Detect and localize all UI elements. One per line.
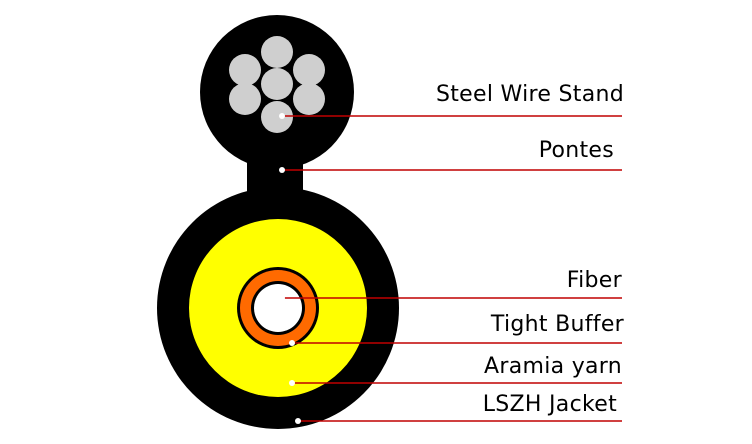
leader-dots xyxy=(279,113,301,424)
steel-strand xyxy=(293,54,325,86)
steel-strand xyxy=(293,83,325,115)
leader-dot-tight-buffer xyxy=(289,340,295,346)
steel-strand xyxy=(261,101,293,133)
leader-lines xyxy=(282,115,622,422)
leader-dot-aramia-yarn xyxy=(289,380,295,386)
label-fiber: Fiber xyxy=(566,268,622,293)
leader-dot-lszh-jacket xyxy=(295,418,301,424)
steel-strand xyxy=(261,68,293,100)
leader-dot-pontes xyxy=(279,167,285,173)
steel-strand xyxy=(229,83,261,115)
steel-strand xyxy=(261,36,293,68)
label-steel-wire-stand: Steel Wire Stand xyxy=(435,82,624,107)
label-tight-buffer: Tight Buffer xyxy=(490,312,624,337)
leader-dot-fiber xyxy=(279,295,285,301)
label-aramia-yarn: Aramia yarn xyxy=(484,354,622,379)
steel-strand xyxy=(229,54,261,86)
steel-wire-strands xyxy=(229,36,325,133)
label-pontes: Pontes xyxy=(538,138,614,163)
fiber-core xyxy=(254,284,302,332)
label-lszh-jacket: LSZH Jacket xyxy=(482,392,617,417)
leader-dot-steel-wire-stand xyxy=(279,113,285,119)
